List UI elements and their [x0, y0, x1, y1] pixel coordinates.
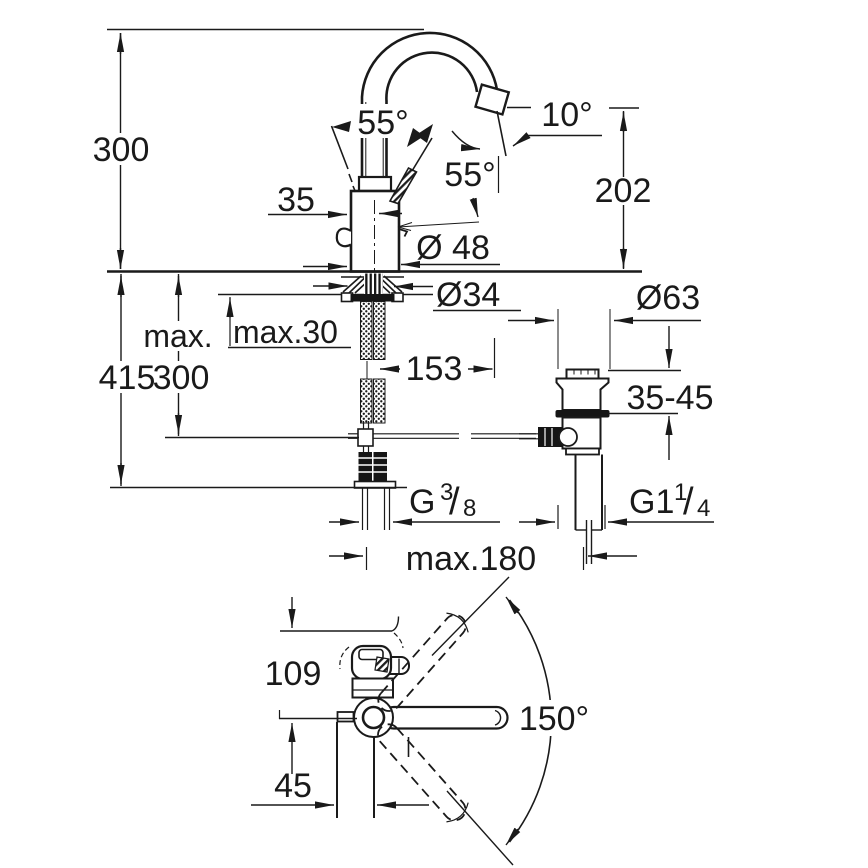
- dim-deck-max30-label: max.30: [233, 314, 338, 350]
- mounting-deck: [107, 270, 642, 303]
- dim-g114-label: G1 1 / 4: [629, 479, 710, 523]
- faucet-collar: [357, 175, 393, 193]
- dim-swivel-150-label: 150°: [519, 700, 589, 738]
- threaded-shank: [364, 273, 383, 294]
- svg-text:G: G: [409, 483, 435, 521]
- svg-text:4: 4: [697, 495, 710, 522]
- dim-drain-dia-label: Ø63: [636, 279, 700, 317]
- svg-text:8: 8: [463, 495, 476, 522]
- dim-basin-range-label: 35-45: [627, 379, 714, 417]
- dim-base-width-45-label: 45: [274, 767, 312, 805]
- angle-arrowheads: [332, 121, 433, 147]
- dim-spout-height-label: 202: [595, 172, 652, 210]
- label-halos: [92, 104, 651, 736]
- dim-g38-label: G 3 / 8: [409, 479, 476, 523]
- dim-hole-dia-label: Ø34: [436, 276, 500, 314]
- dim-depth-415-label: 415: [99, 359, 156, 397]
- dim-rod-max180-label: max.180: [406, 540, 536, 578]
- rubber-washer: [350, 294, 395, 302]
- dim-max-word-label: max.: [143, 318, 212, 354]
- spout-outlet-cap: [474, 83, 511, 116]
- dim-outlet-angle-label: 10°: [541, 96, 592, 134]
- svg-text:1: 1: [674, 479, 687, 506]
- dimension-labels: 300 55° 10° 55° 35 202 Ø 48 Ø34 max. 415…: [93, 96, 714, 805]
- dim-height-300-label: 300: [93, 131, 150, 169]
- top-view-faucet: [251, 576, 553, 866]
- svg-text:/: /: [449, 481, 460, 523]
- front-view-faucet: [330, 31, 511, 302]
- dim-hose-depth-300-label: 300: [153, 359, 210, 397]
- dim-drain-offset-label: 153: [406, 350, 463, 388]
- svg-text:3: 3: [440, 479, 453, 506]
- dim-body-dia-label: Ø 48: [416, 229, 490, 267]
- dimension-lines: [107, 28, 714, 570]
- dim-spout-angle-label: 55°: [444, 156, 495, 194]
- pull-rod-knob: [335, 227, 352, 248]
- drain-rod-knob: [538, 427, 563, 447]
- pop-up-drain: [519, 368, 610, 564]
- dim-lever-angle-label: 55°: [357, 104, 408, 142]
- dim-lever-offset-label: 35: [277, 181, 315, 219]
- supply-hoses: [353, 301, 397, 530]
- handle-swing-down: [377, 723, 469, 823]
- svg-text:/: /: [683, 481, 694, 523]
- handle-top-view: [381, 705, 509, 730]
- lever-handle: [330, 125, 433, 205]
- handle-swing-up: [377, 612, 469, 712]
- svg-text:G1: G1: [629, 483, 674, 521]
- dim-reach-109-label: 109: [265, 655, 322, 693]
